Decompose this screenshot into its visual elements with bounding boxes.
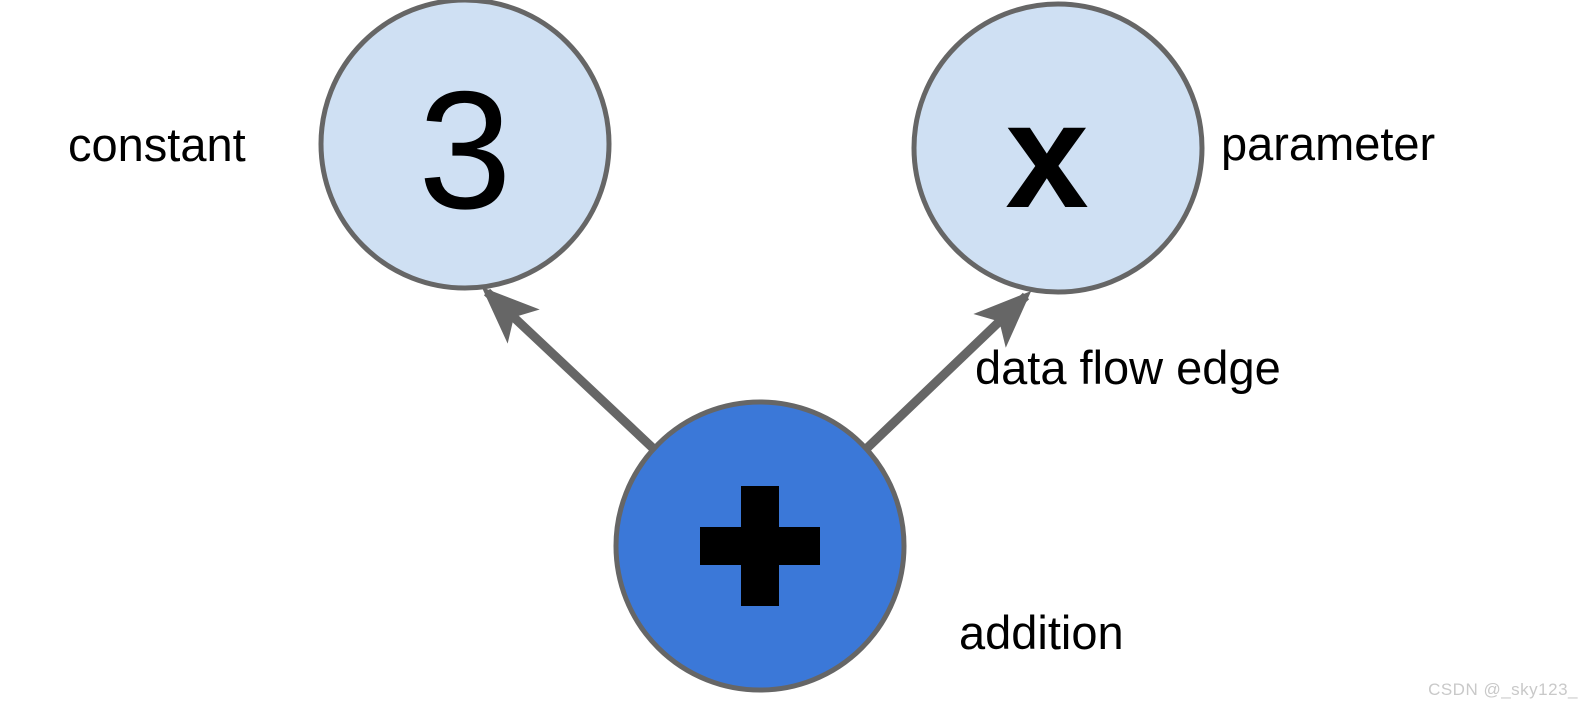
data-flow-edge-annotation-label: data flow edge: [975, 341, 1281, 394]
data-flow-edge-to-parameter[interactable]: [859, 291, 1032, 456]
parameter-node[interactable]: x: [911, 1, 1205, 295]
addition-operator-annotation-label: addition operator: [959, 506, 1134, 708]
parameter-annotation-label: parameter: [1221, 117, 1436, 170]
constant-node-circle: [318, 0, 612, 291]
parameter-node-circle: [911, 1, 1205, 295]
operator-node[interactable]: [613, 399, 907, 693]
constant-node[interactable]: 3: [318, 0, 612, 291]
addition-operator-annotation-line-1: addition: [959, 605, 1124, 659]
plus-icon: [700, 486, 820, 606]
watermark: CSDN @_sky123_: [1428, 680, 1578, 699]
parameter-node-label: x: [1005, 71, 1088, 239]
constant-node-label: 3: [418, 56, 511, 244]
data-flow-edge-to-constant[interactable]: [481, 287, 661, 456]
constant-annotation-label: constant: [68, 118, 246, 171]
